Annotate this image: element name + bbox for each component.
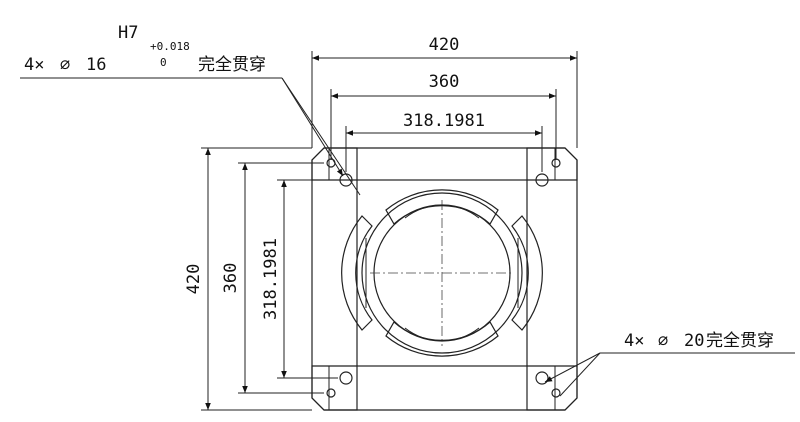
dim-inner-height: 318.1981	[261, 179, 338, 379]
note-bottom-dia-symbol: ∅	[658, 331, 668, 351]
plate-outline	[311, 147, 578, 411]
dim-label-overall-width: 420	[429, 35, 460, 55]
dim-label-overall-height: 420	[184, 264, 204, 295]
dim-label-inner-height: 318.1981	[261, 238, 281, 320]
note-bottom-qty: 4×	[624, 331, 644, 351]
note-top-fit: H7	[118, 23, 138, 43]
hole-note-bottom: 4× ∅ 20 完全贯穿	[544, 331, 795, 397]
corner-pocket-br	[526, 365, 578, 411]
dim-overall-height: 420	[184, 147, 312, 411]
dim-bolt-pitch-height: 360	[221, 162, 324, 394]
corner-holes	[326, 158, 561, 398]
note-top-tol-lower: 0	[160, 56, 167, 69]
corner-pocket-bl	[311, 365, 358, 411]
note-top-qty: 4×	[24, 55, 44, 75]
note-bottom-diameter: 20	[684, 331, 704, 351]
dim-label-bolt-pitch-width: 360	[429, 72, 460, 92]
corner-pocket-tr	[526, 147, 578, 181]
dim-label-inner-width: 318.1981	[403, 111, 485, 131]
central-bore	[361, 192, 523, 354]
dim-label-bolt-pitch-height: 360	[221, 263, 241, 294]
note-top-dia-symbol: ∅	[60, 55, 70, 75]
dim-inner-width: 318.1981	[345, 111, 543, 172]
note-top-tol-upper: +0.018	[150, 40, 190, 53]
note-top-diameter: 16	[86, 55, 106, 75]
arc-slots	[341, 189, 543, 357]
corner-pocket-tl	[311, 147, 358, 181]
hole-note-top: 4× ∅ 16 H7 +0.018 0 完全贯穿	[20, 23, 361, 196]
dim-overall-width: 420	[311, 35, 578, 148]
note-top-through: 完全贯穿	[198, 55, 266, 75]
note-bottom-through: 完全贯穿	[706, 331, 774, 351]
dim-bolt-pitch-width: 360	[330, 72, 557, 160]
